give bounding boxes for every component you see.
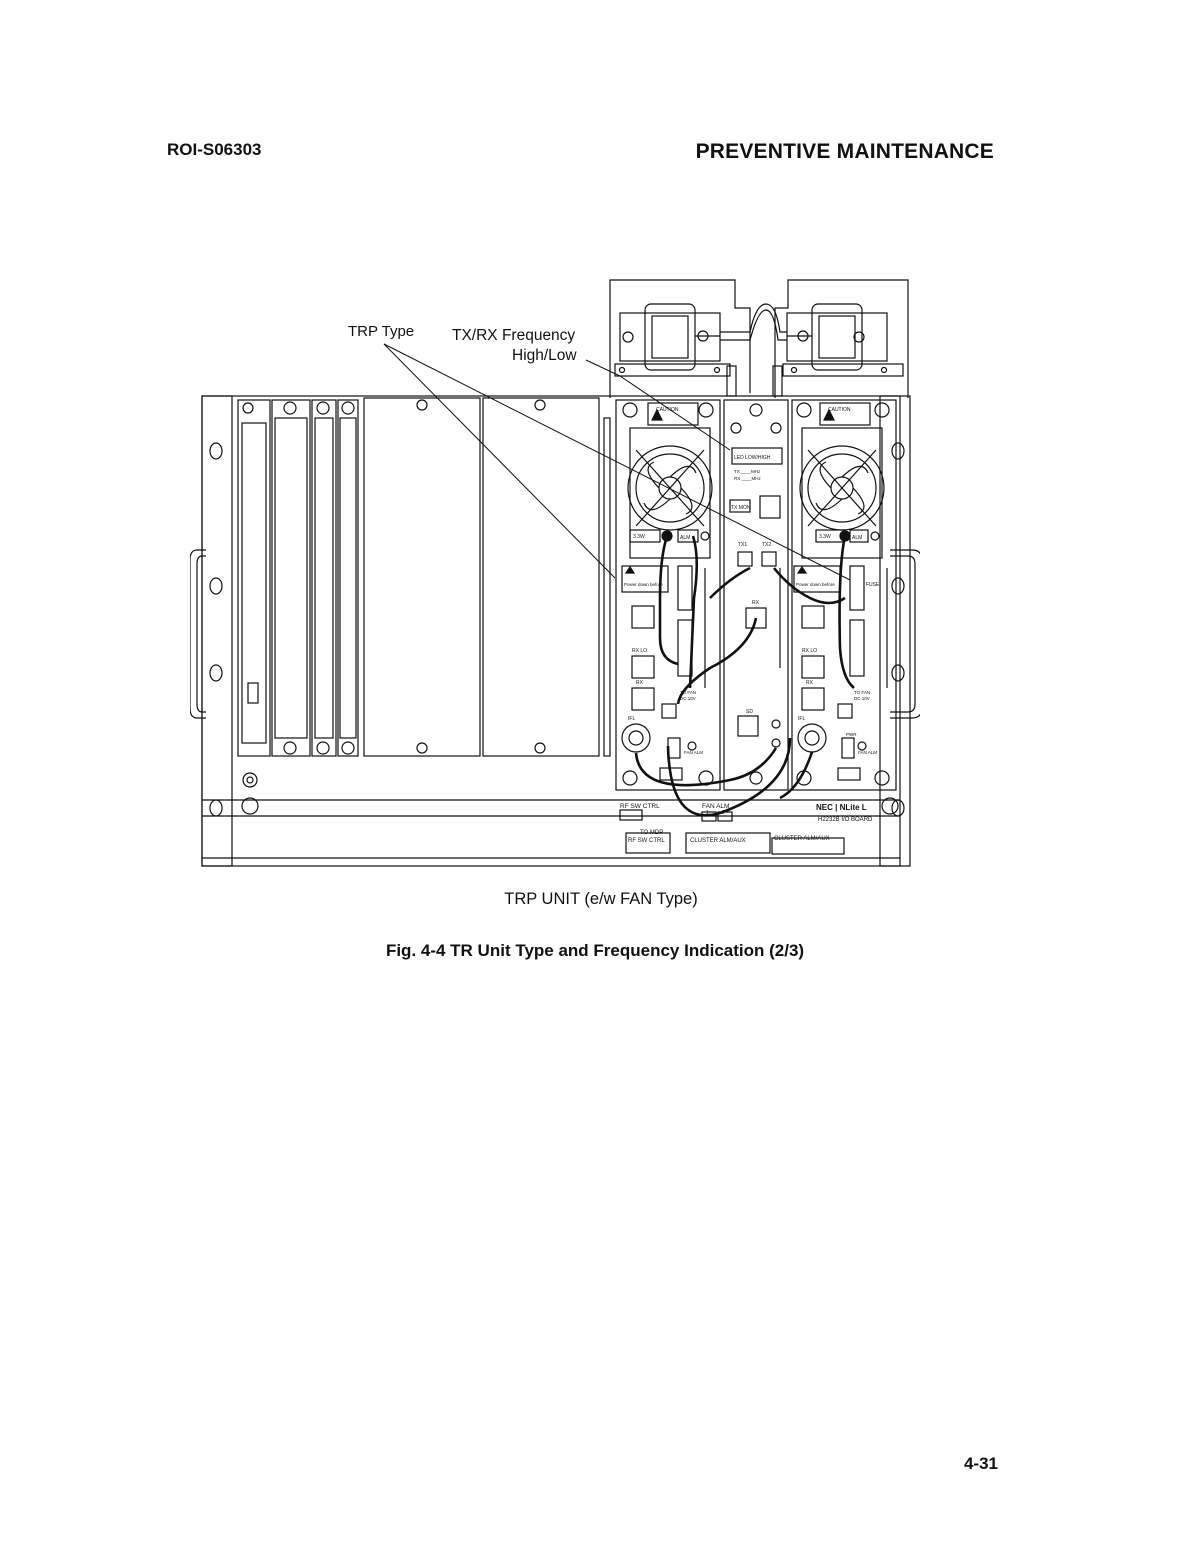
label-ifl-right: IFL (798, 716, 805, 722)
label-rf-sw-ctrl-top: RF SW CTRL (620, 803, 660, 810)
chassis-frame (201, 395, 911, 867)
label-tx2: TX2 (762, 542, 771, 548)
label-fan-alm-1: 1 (706, 810, 709, 816)
brand-label: NEC | NLite L (816, 803, 867, 812)
handle-left (190, 549, 206, 719)
board-label: H2232B I/O BOARD (818, 817, 873, 823)
top-bracket-left (609, 279, 751, 398)
label-to-fan-left: TO FAN (680, 690, 696, 695)
label-alm-right: ALM (852, 535, 862, 541)
label-caution-right: CAUTION (828, 407, 851, 413)
handle-right (890, 549, 920, 719)
label-pwr-right: PWR (846, 732, 857, 737)
label-alm-left: ALM (680, 535, 690, 541)
label-cluster-alm-aux-1: CLUSTER ALM/AUX (690, 838, 746, 844)
label-rf-sw-ctrl-bottom: RF SW CTRL (628, 838, 665, 844)
callout-leaders (383, 343, 851, 581)
callout-txrx-frequency: TX/RX Frequency (452, 327, 575, 344)
label-ifl-left: IFL (628, 716, 635, 722)
tr-unit-middle (723, 399, 789, 791)
tr-unit-right (791, 399, 897, 791)
io-board (241, 797, 899, 855)
label-dc10v-right: DC 10V (854, 696, 870, 701)
label-sd: SD (746, 709, 753, 715)
top-bracket-right (772, 279, 909, 398)
label-fan-alm-board: FAN ALM (702, 803, 729, 810)
panel-guide (603, 417, 611, 757)
label-rx-right: RX (806, 680, 814, 686)
label-tx-mhz: TX ____MHz (734, 469, 761, 474)
label-caution-left: CAUTION (656, 407, 679, 413)
callout-high-low: High/Low (512, 347, 577, 364)
label-rx-lo-right: RX LO (802, 648, 817, 654)
left-modules (237, 399, 359, 788)
label-watt-right: 3.3W (819, 534, 831, 540)
label-dc10v-left: DC 10V (680, 696, 696, 701)
page-number: 4-31 (963, 1454, 998, 1473)
figure-title: Fig. 4-4 TR Unit Type and Frequency Indi… (385, 941, 805, 960)
label-rx-lo-left: RX LO (632, 648, 647, 654)
label-fan-alm-left: FAN ALM (684, 750, 703, 755)
label-rx-middle: RX (752, 600, 760, 606)
document-id: ROI-S06303 (167, 140, 262, 159)
tr-unit-left (615, 399, 721, 791)
label-watt-left: 3.3W (633, 534, 645, 540)
cables (634, 535, 855, 817)
label-tx1: TX1 (738, 542, 747, 548)
label-freq-select: LED LOW/HIGH (734, 455, 771, 461)
label-fuse: FUSE (866, 582, 880, 588)
label-power-down-right: Power down before (796, 582, 835, 587)
label-fan-alm-right: FAN ALM (858, 750, 877, 755)
trp-unit-figure: TRP Type TX/RX Frequency High/Low CAUTIO… (190, 268, 920, 878)
label-to-mdp: TO MDP (640, 830, 663, 836)
blank-panel-1 (363, 397, 481, 757)
label-cluster-alm-aux-2: CLUSTER ALM/AUX (774, 836, 830, 842)
callout-trp-type: TRP Type (348, 323, 414, 340)
label-power-down-left: Power down before (624, 582, 663, 587)
trp-unit-drawing: TRP Type TX/RX Frequency High/Low CAUTIO… (190, 279, 920, 867)
waveguide-link (720, 303, 787, 341)
figure-caption: TRP UNIT (e/w FAN Type) (504, 890, 698, 908)
blank-panel-2 (482, 397, 600, 757)
label-to-fan-right: TO FAN (854, 690, 870, 695)
label-fan-alm-2: 2 (722, 810, 725, 816)
label-tx-mon: TX MON (731, 505, 751, 511)
label-rx-mhz: RX ____MHz (734, 476, 762, 481)
section-title: PREVENTIVE MAINTENANCE (695, 140, 994, 163)
label-rx-left: RX (636, 680, 644, 686)
